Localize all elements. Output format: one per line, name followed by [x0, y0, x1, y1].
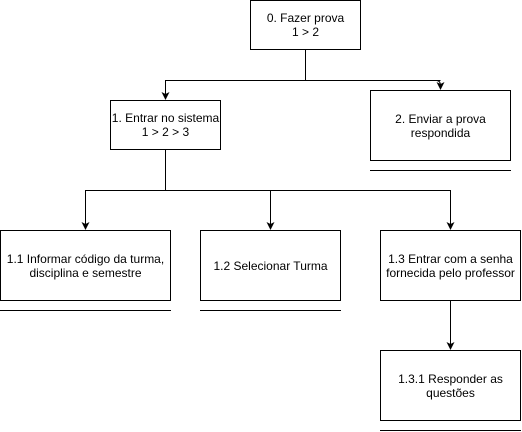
- node-1-3-label: 1.3 Entrar com a senha fornecida pelo pr…: [386, 251, 515, 280]
- node-2-enviar-a-prova: 2. Enviar a prova respondida: [370, 90, 511, 161]
- node-1-1-informar-codigo: 1.1 Informar código da turma, disciplina…: [0, 230, 171, 301]
- node-2-label: 2. Enviar a prova respondida: [395, 111, 486, 140]
- arrow-to-node-2: [436, 80, 445, 90]
- node-0-fazer-prova: 0. Fazer prova 1 > 2: [250, 0, 361, 50]
- node-1-3-entrar-com-senha: 1.3 Entrar com a senha fornecida pelo pr…: [380, 230, 521, 301]
- node-1-3-1-responder-questoes: 1.3.1 Responder as questões: [380, 350, 521, 421]
- node-1-2-selecionar-turma: 1.2 Selecionar Turma: [200, 230, 341, 301]
- node-1-1-label: 1.1 Informar código da turma, disciplina…: [6, 251, 165, 280]
- node-1-entrar-no-sistema: 1. Entrar no sistema 1 > 2 > 3: [110, 100, 221, 150]
- node-1-3-1-label: 1.3.1 Responder as questões: [398, 371, 503, 400]
- node-1-label: 1. Entrar no sistema 1 > 2 > 3: [111, 111, 220, 139]
- node-1-2-label: 1.2 Selecionar Turma: [213, 258, 328, 273]
- node-0-label: 0. Fazer prova 1 > 2: [266, 11, 345, 39]
